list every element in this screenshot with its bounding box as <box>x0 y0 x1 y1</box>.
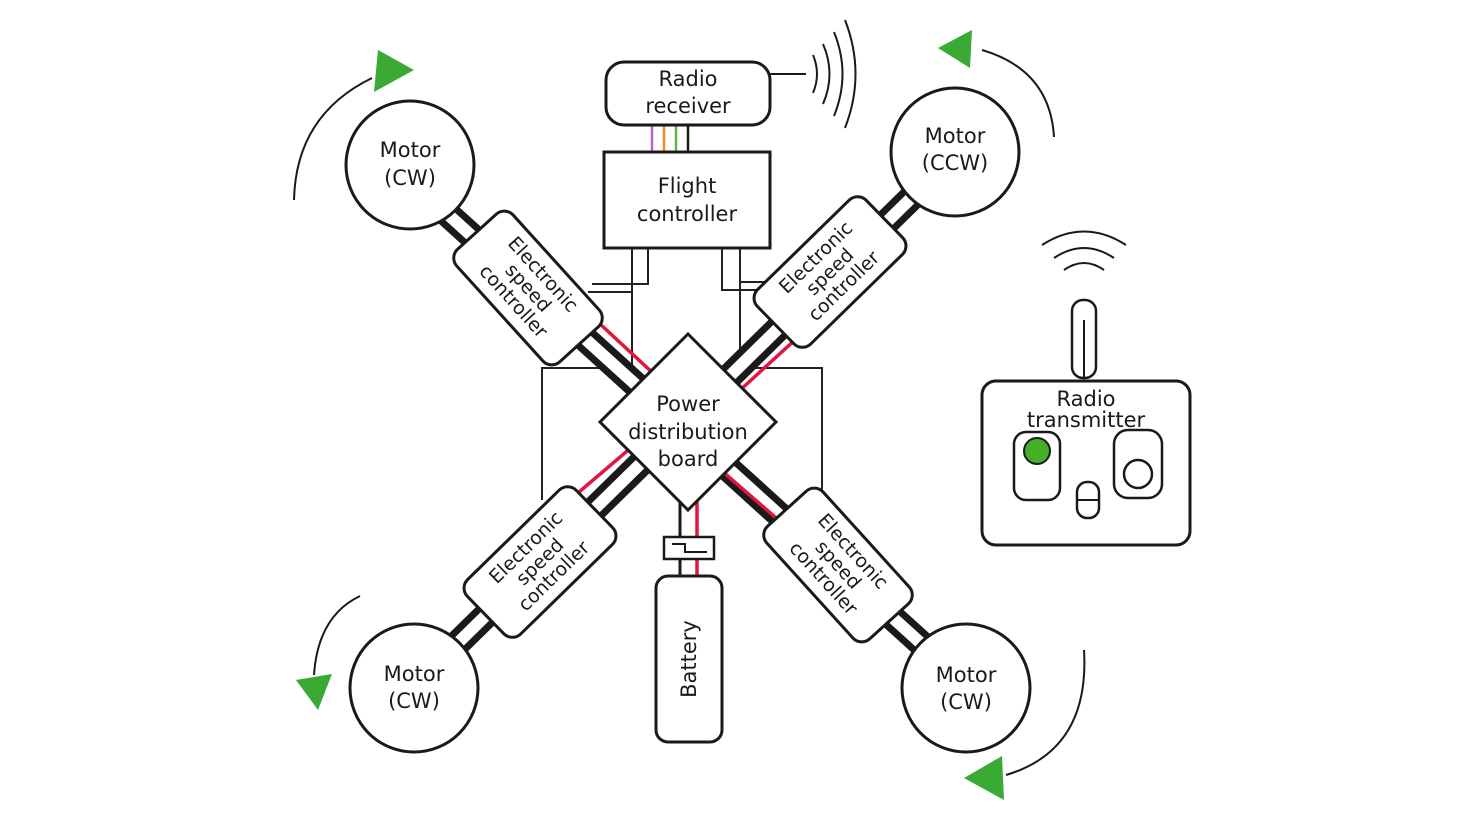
motor-label-line-2: (CW) <box>940 690 992 714</box>
left-stick-icon <box>1012 430 1062 502</box>
motor-label-line-1: Motor <box>380 138 441 162</box>
pdb-label-line-1: Power <box>656 392 720 416</box>
rotation-arrowhead <box>964 756 1004 800</box>
motor-top-left: Motor (CW) <box>344 99 476 231</box>
rotation-arrowhead <box>374 50 414 92</box>
signal-waves-icon <box>812 19 857 129</box>
connector-icon <box>662 535 716 561</box>
battery-label: Battery <box>677 620 701 698</box>
flight-controller-label-line-1: Flight <box>658 174 717 198</box>
motor-bottom-left: Motor (CW) <box>348 622 480 754</box>
esc-top-left: Electronic speed controller <box>452 209 604 367</box>
rotation-arrow-icon <box>293 50 414 201</box>
receiver-signal-wires <box>650 124 690 152</box>
right-stick-icon <box>1112 428 1164 500</box>
rotation-arrowhead <box>296 674 332 710</box>
flight-controller-label-line-2: controller <box>637 202 738 226</box>
flight-controller: Flight controller <box>602 150 772 250</box>
motor-bottom-right: Motor (CW) <box>900 622 1032 754</box>
pdb-label-line-3: board <box>658 447 719 471</box>
pdb-label-line-2: distribution <box>628 420 748 444</box>
receiver-label-line-1: Radio <box>658 67 717 91</box>
transmitter-label-line-2: transmitter <box>1027 408 1146 432</box>
transmitter-signal-waves-icon <box>1041 230 1127 271</box>
motor-label-line-2: (CCW) <box>922 151 988 175</box>
radio-receiver: Radio receiver <box>604 19 857 152</box>
rotation-arrowhead <box>938 30 972 68</box>
signal-wires <box>541 248 823 500</box>
motor-label-line-1: Motor <box>384 662 445 686</box>
rotation-arrow-icon <box>938 30 1055 138</box>
battery: Battery <box>654 574 724 744</box>
center-switch-icon <box>1075 480 1101 520</box>
motor-label-line-2: (CW) <box>384 166 436 190</box>
receiver-label-line-2: receiver <box>645 94 731 118</box>
power-distribution-board: Power distribution board <box>597 331 779 513</box>
motor-label-line-1: Motor <box>925 124 986 148</box>
motor-top-right: Motor (CCW) <box>889 86 1021 218</box>
motor-label-line-1: Motor <box>936 663 997 687</box>
transmitter-label-line-1: Radio <box>1056 387 1115 411</box>
rotation-arrow-icon <box>964 649 1086 800</box>
rotation-arrow-icon <box>296 595 361 710</box>
antenna-icon <box>1070 298 1098 380</box>
radio-transmitter: Radio transmitter <box>980 230 1192 547</box>
motor-label-line-2: (CW) <box>388 689 440 713</box>
